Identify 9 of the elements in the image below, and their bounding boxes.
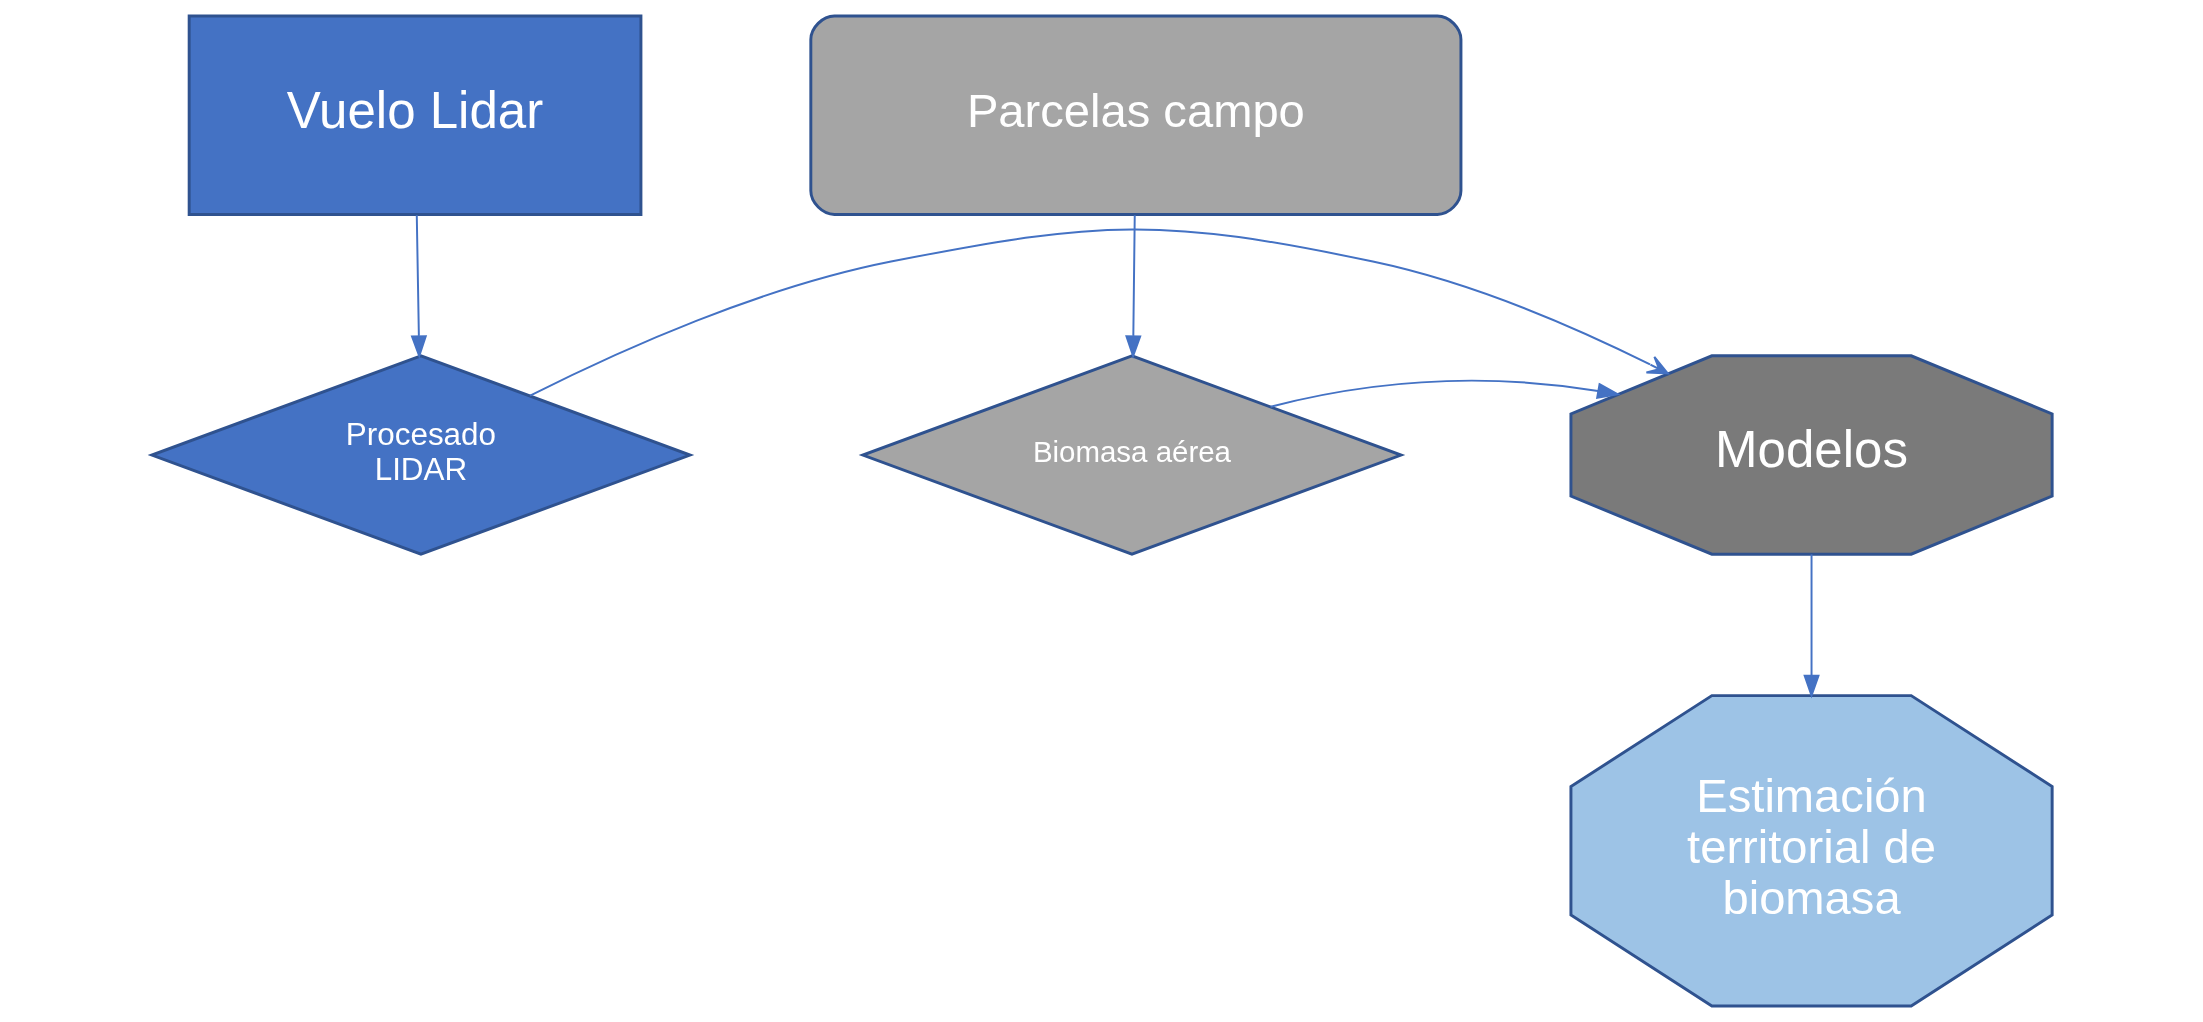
node-diamond: Biomasa aérea	[858, 354, 1405, 556]
arrow	[1802, 553, 1820, 699]
arrow	[410, 214, 427, 359]
node-box: Vuelo Lidar	[187, 14, 642, 216]
arrow	[528, 228, 1669, 397]
arrow	[1124, 214, 1142, 359]
node-box: Parcelas campo	[808, 14, 1462, 216]
node-diamond: Procesado LIDAR	[147, 354, 694, 556]
arrow	[1269, 379, 1621, 408]
